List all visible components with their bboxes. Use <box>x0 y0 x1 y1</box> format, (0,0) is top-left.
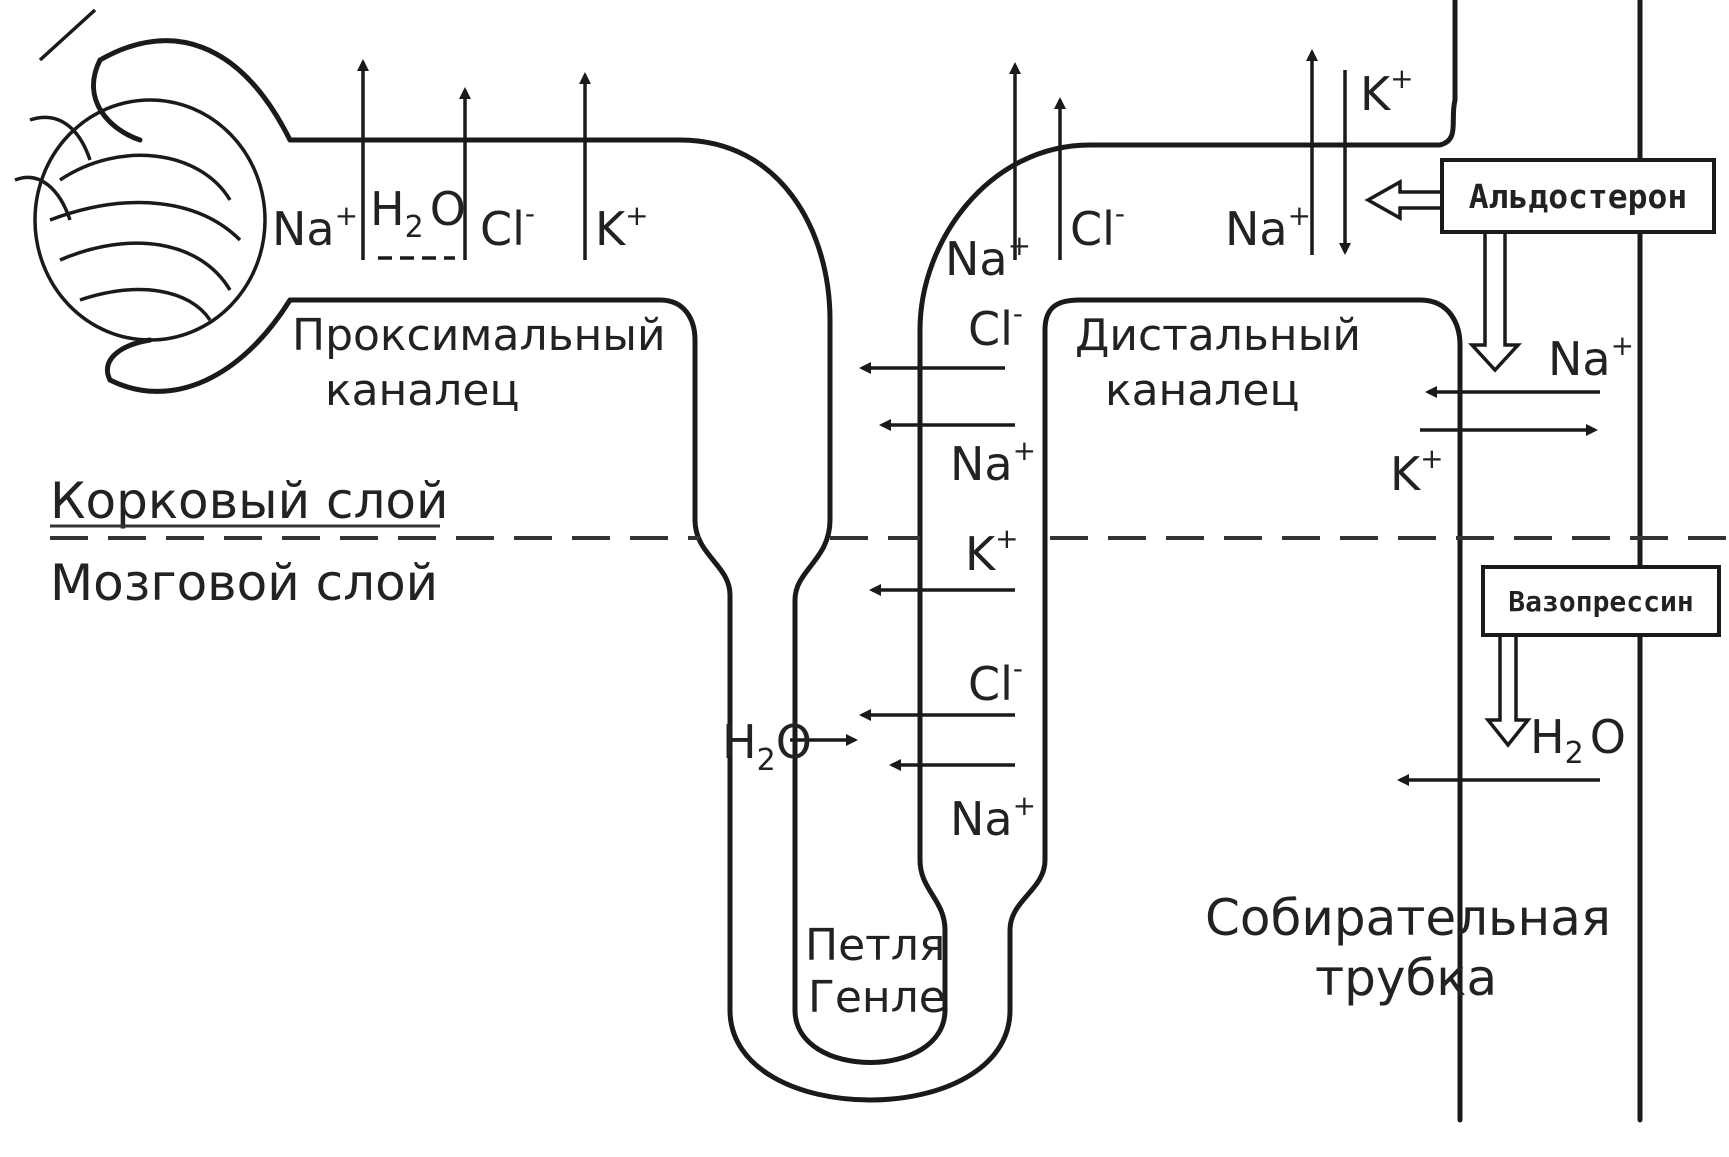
loop-label-1: Петля <box>805 920 945 971</box>
medulla-label: Мозговой слой <box>50 554 438 612</box>
ion-cl-loop-2: Cl- <box>968 652 1023 711</box>
ion-na-distal: Na+ <box>945 229 1031 286</box>
ion-k-collecting: K+ <box>1390 442 1444 501</box>
loop-arrows <box>790 362 1015 771</box>
collecting-label-1: Собирательная <box>1205 889 1611 947</box>
proximal-arrows <box>357 59 591 260</box>
ion-cl-loop-1: Cl- <box>968 297 1023 356</box>
ion-k-loop: K+ <box>965 522 1019 581</box>
loop-of-henle <box>727 0 1463 1123</box>
proximal-tubule <box>287 137 833 1013</box>
ion-na-loop-2: Na+ <box>950 789 1036 846</box>
aldosterone-box: Альдостерон <box>1364 158 1716 373</box>
ion-na-collecting: Na+ <box>1548 329 1634 386</box>
loop-label-2: Генле <box>808 972 946 1023</box>
proximal-label-1: Проксимальный <box>292 310 666 361</box>
ion-k-distal: K+ <box>1360 62 1414 121</box>
ion-cl-distal: Cl- <box>1070 197 1125 256</box>
glomerulus <box>14 8 293 394</box>
ion-na-distal-2: Na+ <box>1225 199 1311 256</box>
distal-label-1: Дистальный <box>1075 310 1361 361</box>
cortex-label: Корковый слой <box>50 472 449 530</box>
ion-h2o-loop: H2O <box>722 715 812 778</box>
vasopressin-box: Вазопрессин <box>1481 565 1721 748</box>
ion-cl-proximal: Cl- <box>480 197 535 256</box>
proximal-label-2: каналец <box>325 365 519 416</box>
aldosterone-label: Альдостерон <box>1469 177 1688 216</box>
vasopressin-label: Вазопрессин <box>1508 585 1693 618</box>
collecting-arrows <box>1397 386 1600 786</box>
ion-k-proximal: K+ <box>595 199 649 256</box>
collecting-label-2: трубка <box>1315 949 1497 1007</box>
distal-label-2: каналец <box>1105 365 1299 416</box>
distal-arrows <box>1009 49 1351 260</box>
ion-na-loop-1: Na+ <box>950 434 1036 491</box>
ion-na-proximal: Na+ <box>272 199 358 256</box>
